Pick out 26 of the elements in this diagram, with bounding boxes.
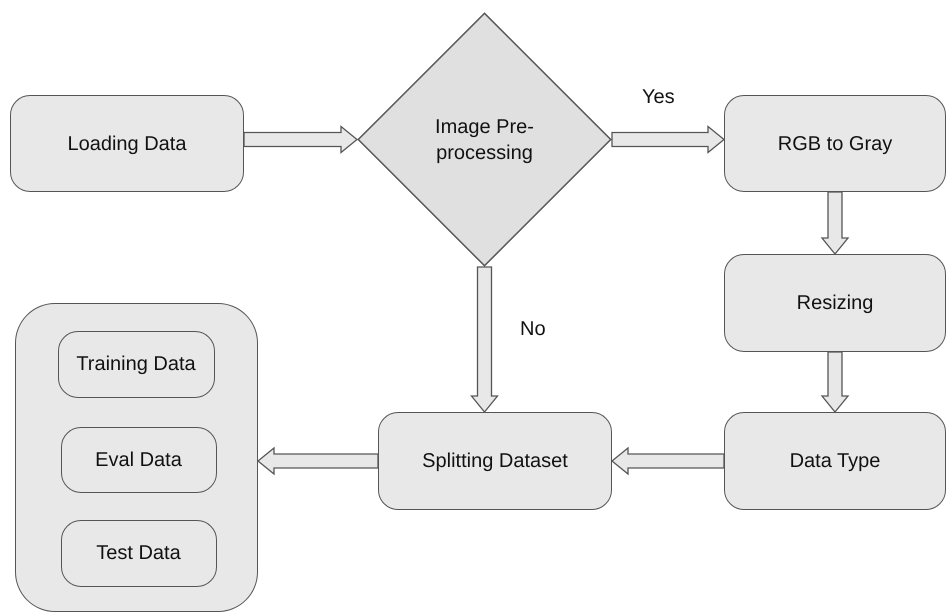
node-label: Loading Data — [68, 132, 186, 156]
decision-diamond — [357, 12, 612, 267]
node-label: Data Type — [790, 449, 880, 474]
process-box — [378, 412, 612, 510]
block-arrow — [820, 351, 850, 414]
group-container — [15, 303, 258, 612]
node-label: Resizing — [796, 291, 874, 316]
process-box — [724, 254, 946, 352]
process-box — [10, 95, 244, 192]
block-arrow — [611, 125, 726, 154]
node-label: Image Pre-processing — [434, 114, 535, 166]
process-box — [58, 330, 214, 398]
block-arrow — [256, 446, 379, 476]
block-arrow — [610, 446, 725, 476]
node-label: RGB to Gray — [778, 132, 892, 156]
block-arrow — [243, 125, 358, 154]
process-box — [60, 520, 216, 586]
process-box — [60, 426, 216, 492]
block-arrow — [820, 191, 850, 256]
node-label: Test Data — [96, 541, 181, 566]
node-label: Training Data — [76, 352, 196, 377]
node-label: Eval Data — [95, 448, 182, 472]
node-label: Splitting Dataset — [422, 449, 568, 474]
process-box — [724, 95, 946, 192]
block-arrow — [470, 266, 499, 414]
process-box — [724, 412, 946, 510]
